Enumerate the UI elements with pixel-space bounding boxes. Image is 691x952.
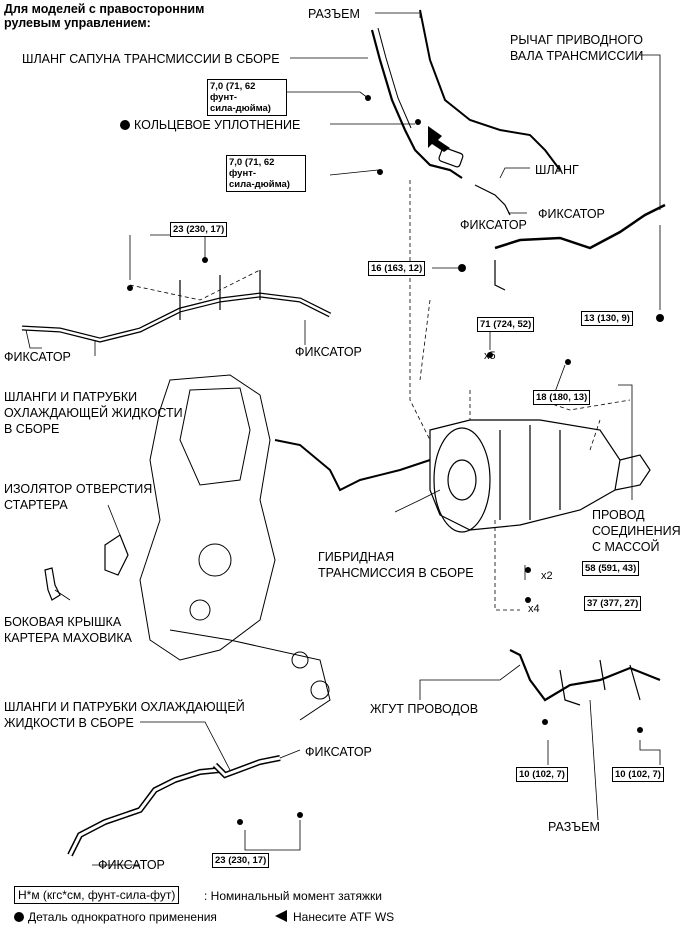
transmission-drawing <box>429 419 651 533</box>
wire-harness-drawing <box>509 649 661 702</box>
torque-box-7: 18 (180, 13) <box>533 390 591 405</box>
o-ring-text: КОЛЬЦЕВОЕ УПЛОТНЕНИЕ <box>134 118 301 132</box>
clip-bottom-right-label: ФИКСАТОР <box>305 745 372 759</box>
coolant-hoses-label-2: ОХЛАЖДАЮЩЕЙ ЖИДКОСТИ <box>4 406 183 420</box>
apply-atf-arrow-icon <box>428 126 450 152</box>
ground-wire-label-1: ПРОВОД <box>592 508 645 522</box>
torque-1-line-2: сила-дюйма) <box>210 103 271 114</box>
arrow-left-icon <box>275 910 287 922</box>
torque-box-5: 13 (130, 9) <box>581 311 633 326</box>
torque-2-line-1: 7,0 (71, 62 фунт- <box>229 157 275 179</box>
hose-label: ШЛАНГ <box>535 163 579 177</box>
legend-torque-desc: : Номинальный момент затяжки <box>204 889 382 903</box>
single-use-legend-icon <box>14 912 24 922</box>
connector-bottom-label: РАЗЪЕМ <box>548 820 600 834</box>
count-x5: x5 <box>484 350 496 362</box>
ground-wire-label-3: С МАССОЙ <box>592 540 660 554</box>
torque-2-line-2: сила-дюйма) <box>229 179 290 190</box>
torque-box-9: 37 (377, 27) <box>584 596 642 611</box>
torque-box-4: 16 (163, 12) <box>368 261 426 276</box>
legend-single-use: Деталь однократного применения <box>14 910 217 924</box>
bolt-icon <box>365 95 371 101</box>
starter-insulator-label-2: СТАРТЕРА <box>4 498 68 512</box>
torque-box-2: 7,0 (71, 62 фунт-сила-дюйма) <box>226 155 306 192</box>
torque-box-1: 7,0 (71, 62 фунт-сила-дюйма) <box>207 79 287 116</box>
coolant-hoses-label-3: В СБОРЕ <box>4 422 60 436</box>
flywheel-cover-label-2: КАРТЕРА МАХОВИКА <box>4 631 133 645</box>
clip-b-label: ФИКСАТОР <box>460 218 527 232</box>
drive-shaft-lever-label-2: ВАЛА ТРАНСМИССИИ <box>510 49 644 63</box>
legend-apply-atf: Нанесите ATF WS <box>275 910 394 924</box>
hybrid-trans-label-2: ТРАНСМИССИЯ В СБОРЕ <box>318 566 474 580</box>
torque-box-6: 71 (724, 52) <box>477 317 535 332</box>
connector-top-label: РАЗЪЕМ <box>308 7 360 21</box>
clip-left-label: ФИКСАТОР <box>4 350 71 364</box>
ground-wire-label-2: СОЕДИНЕНИЯ <box>592 524 681 538</box>
single-use-icon <box>120 120 130 130</box>
torque-box-3: 23 (230, 17) <box>170 222 228 237</box>
flywheel-cover-drawing <box>44 567 61 601</box>
coolant-hoses-lower-drawing <box>67 767 221 857</box>
flywheel-cover-label-1: БОКОВАЯ КРЫШКА <box>4 615 122 629</box>
header-line-1: Для моделей с правосторонним <box>4 2 205 16</box>
torque-box-12: 23 (230, 17) <box>212 853 270 868</box>
breather-hose-drawing <box>370 29 463 179</box>
clip-a-label: ФИКСАТОР <box>538 207 605 221</box>
torque-1-line-1: 7,0 (71, 62 фунт- <box>210 81 256 103</box>
header-line-2: рулевым управлением: <box>4 16 151 30</box>
coolant-hoses-label-1: ШЛАНГИ И ПАТРУБКИ <box>4 390 138 404</box>
drive-shaft-lever-drawing <box>494 203 666 250</box>
coolant-hoses-bottom-label-1: ШЛАНГИ И ПАТРУБКИ ОХЛАЖДАЮЩЕЙ <box>4 700 245 714</box>
starter-insulator-drawing <box>104 534 129 576</box>
coolant-hoses-bottom-label-2: ЖИДКОСТИ В СБОРЕ <box>4 716 134 730</box>
hose-drawing <box>474 184 511 216</box>
engine-drawing <box>139 374 331 721</box>
torque-box-8: 58 (591, 43) <box>582 561 640 576</box>
starter-insulator-label-1: ИЗОЛЯТОР ОТВЕРСТИЯ <box>4 482 153 496</box>
clip-mid-label: ФИКСАТОР <box>295 345 362 359</box>
hybrid-trans-label-1: ГИБРИДНАЯ <box>318 550 395 564</box>
breather-hose-label: ШЛАНГ САПУНА ТРАНСМИССИИ В СБОРЕ <box>22 52 280 66</box>
clip-bottom-left-label: ФИКСАТОР <box>98 858 165 872</box>
o-ring-label: КОЛЬЦЕВОЕ УПЛОТНЕНИЕ <box>120 118 300 132</box>
legend-single-use-text: Деталь однократного применения <box>28 910 217 924</box>
drive-shaft-lever-label-1: РЫЧАГ ПРИВОДНОГО <box>510 33 643 47</box>
torque-box-10: 10 (102, 7) <box>516 767 568 782</box>
count-x2: x2 <box>541 570 553 582</box>
wire-harness-label: ЖГУТ ПРОВОДОВ <box>370 702 479 716</box>
torque-box-11: 10 (102, 7) <box>612 767 664 782</box>
legend-torque-unit: Н*м (кгс*см, фунт-сила-фут) <box>14 886 180 904</box>
count-x4: x4 <box>528 603 540 615</box>
legend-apply-atf-text: Нанесите ATF WS <box>293 910 395 924</box>
